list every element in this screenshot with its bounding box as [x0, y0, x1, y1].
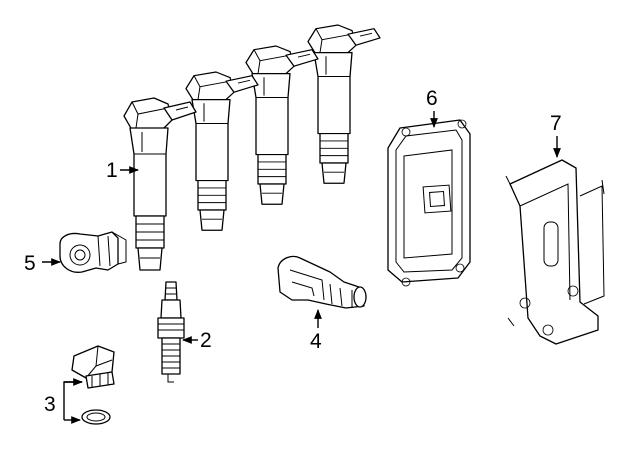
ignition-coil-4 [307, 24, 381, 184]
cam-sensor-drawing [277, 255, 367, 309]
bracket-drawing [505, 159, 605, 345]
callout-label: 3 [44, 393, 56, 416]
callout-7: 7 [550, 112, 562, 158]
ignition-coil-2 [185, 71, 259, 231]
callout-3: 3 [44, 378, 83, 424]
ignition-coil-3 [245, 45, 319, 205]
callout-5: 5 [24, 252, 61, 275]
ignition-coil-1 [123, 97, 197, 271]
spark-plug-drawing [157, 281, 185, 383]
callout-label: 5 [24, 252, 36, 275]
callout-label: 1 [106, 159, 118, 182]
callout-4: 4 [310, 309, 322, 353]
callout-6: 6 [426, 87, 438, 128]
ignition-coil-group [123, 24, 381, 271]
callout-label: 4 [310, 330, 322, 353]
callout-label: 7 [550, 112, 562, 135]
sensor-with-seal-drawing [71, 345, 115, 425]
callout-1: 1 [106, 159, 139, 182]
knock-sensor-drawing [59, 231, 127, 273]
callout-label: 2 [200, 329, 212, 352]
ecm-drawing [387, 119, 471, 287]
callout-2: 2 [182, 329, 212, 352]
callout-label: 6 [426, 87, 438, 110]
